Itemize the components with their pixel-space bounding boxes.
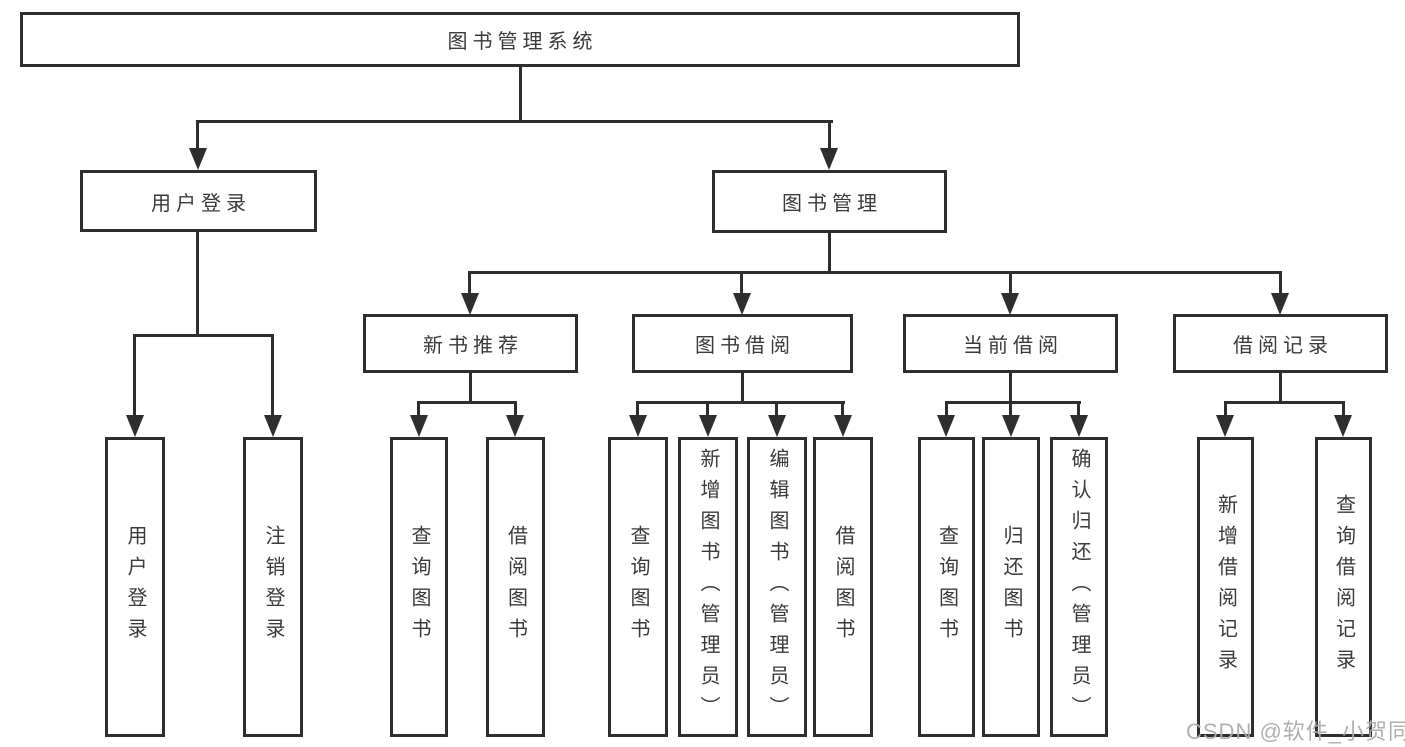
connector-line — [775, 401, 778, 415]
connector-arrow-icon — [189, 148, 207, 170]
connector-line — [636, 401, 639, 415]
connector-arrow-icon — [264, 415, 282, 437]
node-root-label: 图书管理系统 — [447, 31, 598, 53]
node-user-login: 用户登录 — [80, 170, 317, 232]
connector-arrow-icon — [1216, 415, 1234, 437]
connector-arrow-icon — [1334, 415, 1352, 437]
connector-line — [468, 271, 471, 293]
node-leaf-user-login: 用户登录 — [105, 437, 165, 737]
connector-line — [1279, 271, 1282, 293]
connector-line — [740, 271, 743, 293]
connector-arrow-icon — [506, 415, 524, 437]
connector-arrow-icon — [937, 415, 955, 437]
connector-line — [417, 401, 420, 415]
node-leaf-borrow-books-2: 借阅图书 — [813, 437, 873, 737]
connector-line — [636, 401, 845, 404]
node-label: 编辑图书（管理员） — [766, 447, 788, 727]
node-leaf-return-books: 归还图书 — [982, 437, 1040, 737]
node-label: 查询借阅记录 — [1332, 494, 1355, 680]
connector-arrow-icon — [1070, 415, 1088, 437]
connector-arrow-icon — [733, 293, 751, 315]
connector-arrow-icon — [629, 415, 647, 437]
connector-line — [945, 401, 948, 415]
node-label: 查询图书 — [627, 525, 649, 649]
connector-line — [828, 233, 831, 273]
connector-line — [706, 401, 709, 415]
node-label: 归还图书 — [1000, 525, 1022, 649]
connector-arrow-icon — [699, 415, 717, 437]
connector-arrow-icon — [1002, 415, 1020, 437]
connector-line — [1279, 372, 1282, 403]
node-label: 当前借阅 — [963, 335, 1063, 357]
connector-line — [1077, 401, 1080, 415]
connector-arrow-icon — [126, 415, 144, 437]
node-leaf-query-borrow-record: 查询借阅记录 — [1315, 437, 1372, 737]
node-leaf-confirm-return-admin: 确认归还（管理员） — [1050, 437, 1108, 737]
node-book-borrow: 图书借阅 — [632, 314, 853, 373]
node-current-borrow: 当前借阅 — [903, 314, 1118, 373]
connector-line — [519, 67, 522, 123]
node-label: 用户登录 — [124, 525, 146, 649]
node-label: 借阅图书 — [832, 525, 854, 649]
connector-line — [469, 372, 472, 403]
node-leaf-query-books-1: 查询图书 — [390, 437, 448, 737]
connector-line — [1224, 401, 1345, 404]
node-new-book-recommend: 新书推荐 — [363, 314, 578, 373]
node-label: 查询图书 — [408, 525, 430, 649]
connector-line — [945, 401, 1081, 404]
connector-arrow-icon — [834, 415, 852, 437]
node-borrow-records: 借阅记录 — [1173, 314, 1388, 373]
connector-line — [741, 372, 744, 403]
connector-line — [828, 120, 831, 148]
connector-arrow-icon — [1001, 293, 1019, 315]
node-label: 借阅图书 — [504, 525, 527, 649]
connector-arrow-icon — [461, 293, 479, 315]
connector-arrow-icon — [820, 148, 838, 170]
connector-line — [133, 334, 136, 415]
node-book-management: 图书管理 — [712, 170, 947, 233]
connector-line — [1009, 271, 1012, 293]
node-label: 注销登录 — [262, 525, 284, 649]
connector-line — [271, 334, 274, 415]
node-leaf-add-books-admin: 新增图书（管理员） — [678, 437, 738, 737]
connector-arrow-icon — [410, 415, 428, 437]
node-leaf-query-books-3: 查询图书 — [918, 437, 975, 737]
connector-line — [1224, 401, 1227, 415]
node-leaf-logout: 注销登录 — [243, 437, 303, 737]
connector-line — [196, 120, 833, 123]
node-leaf-query-books-2: 查询图书 — [608, 437, 668, 737]
connector-line — [196, 120, 199, 148]
node-label: 查询图书 — [935, 525, 958, 649]
connector-line — [417, 401, 517, 404]
connector-line — [468, 271, 1282, 274]
connector-line — [514, 401, 517, 415]
connector-line — [1009, 372, 1012, 403]
connector-line — [196, 232, 199, 336]
node-label: 图书管理 — [782, 193, 882, 215]
node-label: 用户登录 — [151, 192, 251, 215]
node-leaf-edit-books-admin: 编辑图书（管理员） — [747, 437, 807, 737]
connector-arrow-icon — [1271, 293, 1289, 315]
connector-line — [1342, 401, 1345, 415]
connector-line — [1009, 401, 1012, 415]
connector-line — [841, 401, 844, 415]
node-label: 新增图书（管理员） — [697, 447, 719, 727]
node-label: 新增借阅记录 — [1214, 494, 1237, 680]
node-label: 借阅记录 — [1233, 335, 1333, 357]
node-leaf-add-borrow-record: 新增借阅记录 — [1197, 437, 1254, 737]
node-leaf-borrow-books-1: 借阅图书 — [486, 437, 545, 737]
node-root: 图书管理系统 — [20, 12, 1020, 67]
node-label: 图书借阅 — [695, 335, 795, 357]
node-label: 确认归还（管理员） — [1068, 447, 1090, 727]
watermark: CSDN @软件_小贺同学 — [1186, 719, 1405, 744]
connector-line — [133, 334, 274, 337]
node-label: 新书推荐 — [423, 335, 523, 357]
connector-arrow-icon — [768, 415, 786, 437]
